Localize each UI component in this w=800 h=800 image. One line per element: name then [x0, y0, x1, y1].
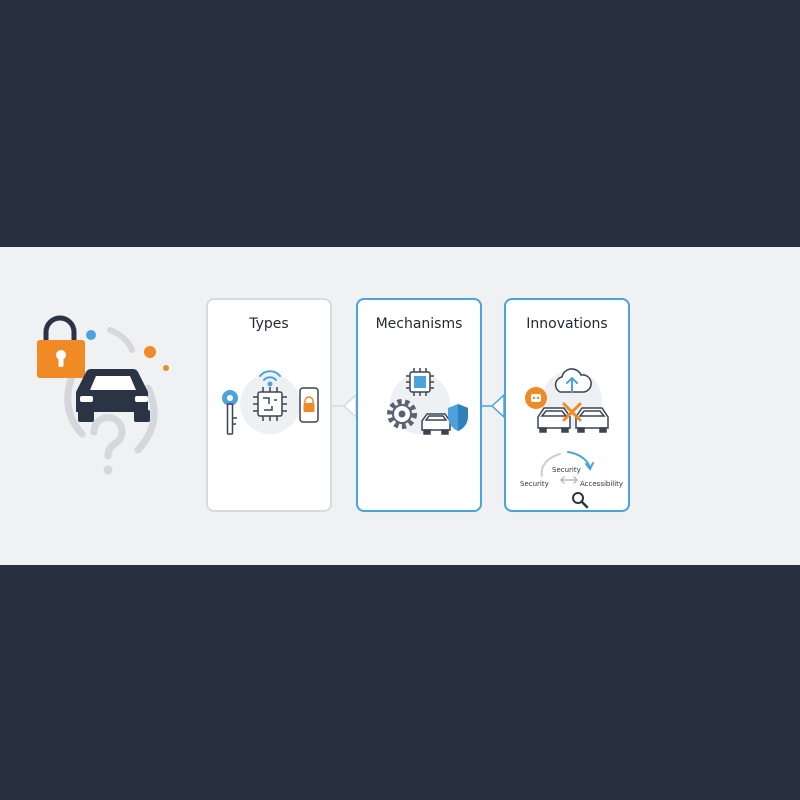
types-art	[222, 370, 319, 435]
key-icon	[222, 390, 238, 435]
hero-illustration	[37, 315, 169, 475]
cycle-arrows	[540, 451, 594, 484]
card-innovations: Innovations	[504, 298, 630, 512]
card-title-types: Types	[249, 316, 289, 332]
car-left-icon	[537, 407, 571, 433]
magnifier-icon	[572, 492, 589, 509]
card-title-innovations: Innovations	[526, 316, 608, 332]
car-icon	[76, 369, 150, 422]
card-title-mechanisms: Mechanisms	[375, 316, 463, 332]
gear-icon	[387, 399, 417, 429]
mechanisms-art	[387, 368, 468, 435]
cloud-upload-icon	[554, 368, 592, 393]
question-mark-icon	[90, 414, 126, 475]
car-small-icon	[421, 413, 451, 435]
orange-dot-small	[163, 365, 169, 371]
car-right-icon	[575, 407, 609, 433]
blue-dot	[86, 330, 96, 340]
orange-dot	[144, 346, 156, 358]
padlock-icon	[37, 315, 85, 378]
cross-icon	[562, 402, 582, 422]
smartphone-icon	[299, 387, 319, 423]
innovations-art	[525, 368, 609, 509]
cycle-label-top: Security	[552, 466, 581, 474]
cycle-label-right: Accessibility	[580, 480, 624, 488]
wifi-icon	[259, 370, 281, 387]
cycle-label-left: Security	[520, 480, 549, 488]
card-types: Types	[206, 298, 332, 512]
card-mechanisms: Mechanisms	[356, 298, 482, 512]
chip-icon	[406, 368, 434, 396]
robot-badge-icon	[525, 387, 547, 409]
chip-icon	[253, 387, 287, 421]
shield-icon	[448, 404, 468, 431]
